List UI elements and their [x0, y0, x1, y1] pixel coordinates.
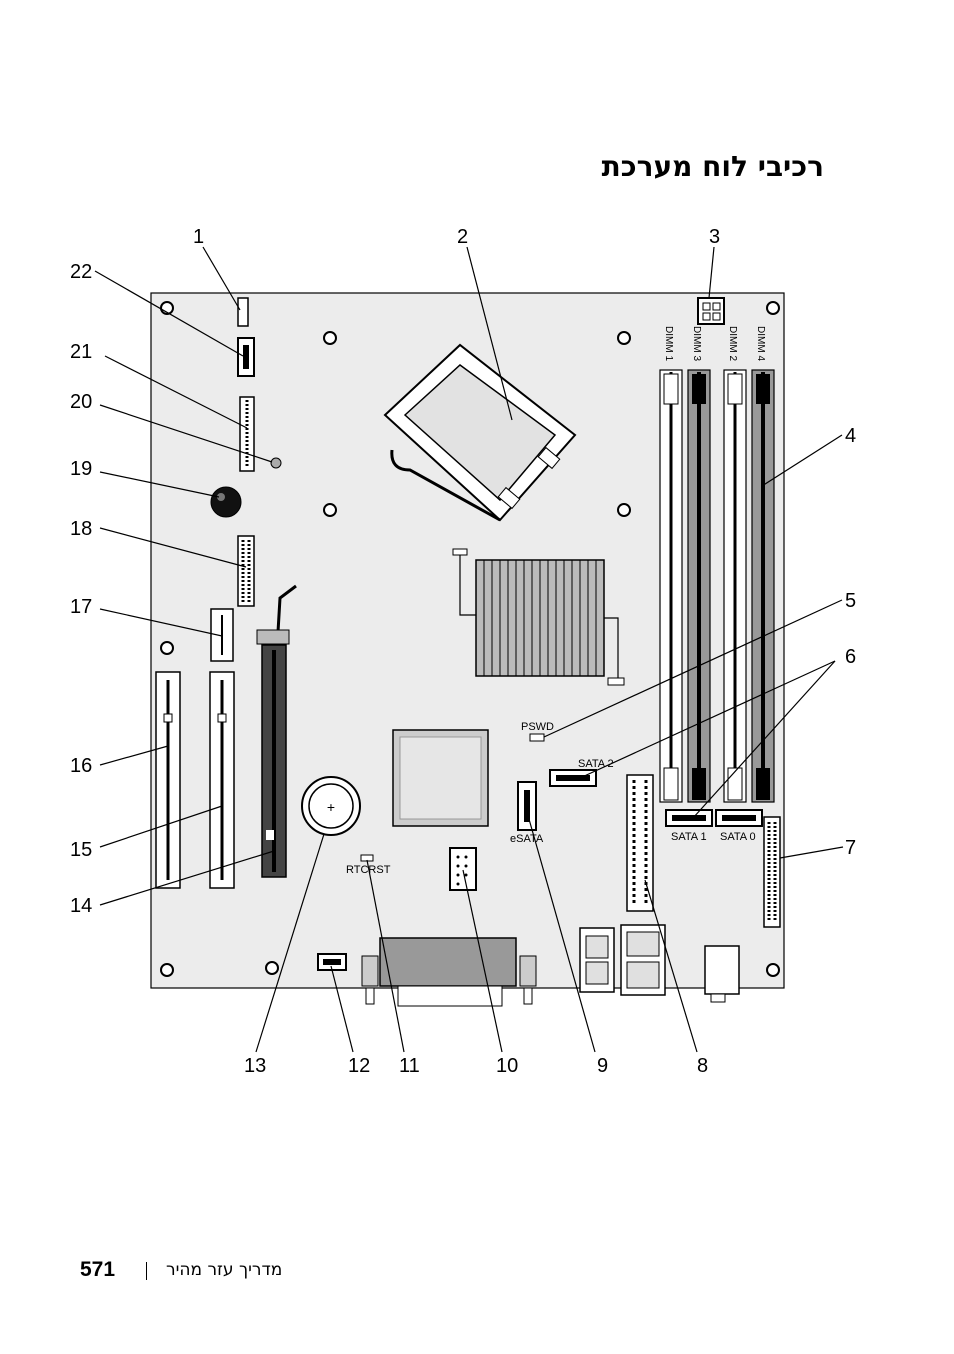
sata-1-connector [665, 809, 713, 827]
callout-8: 8 [697, 1055, 708, 1077]
callout-11: 11 [399, 1055, 420, 1077]
sata1-label: SATA 1 [671, 831, 707, 843]
callout-20: 20 [70, 391, 92, 413]
sata2-label: SATA 2 [578, 758, 614, 770]
page-number: 571 [80, 1258, 116, 1281]
sata-0-connector [715, 809, 763, 827]
footer-separator [146, 1262, 147, 1280]
page-title: רכיבי לוח מערכת [601, 150, 824, 183]
cpu-power-connector [697, 297, 725, 325]
callout-22: 22 [70, 261, 92, 283]
callout-1: 1 [193, 226, 204, 248]
battery-socket: + [301, 776, 361, 836]
sata-2-connector [549, 769, 597, 787]
svg-text:+: + [327, 799, 335, 815]
pci-slot-1 [155, 671, 181, 889]
callout-21: 21 [70, 341, 92, 363]
callout-12: 12 [348, 1055, 370, 1077]
connector-1 [237, 297, 249, 327]
internal-usb-connector [237, 535, 255, 607]
callout-numbers: 1 2 3 4 5 6 7 8 9 10 11 12 13 14 15 16 1… [70, 226, 856, 1077]
connector-10 [449, 847, 477, 891]
dimm4-label: DIMM 4 [755, 326, 766, 361]
processor-socket [383, 343, 577, 522]
password-jumper [529, 733, 545, 742]
callout-14: 14 [70, 895, 92, 917]
esata-connector [517, 781, 537, 831]
front-panel-connector [239, 396, 255, 472]
chipset-heatsink [452, 548, 625, 686]
rear-io-ports [361, 924, 740, 1007]
callout-13: 13 [244, 1055, 266, 1077]
pci-slot-2 [209, 671, 235, 889]
speaker [210, 486, 242, 518]
callout-16: 16 [70, 755, 92, 777]
pswd-label: PSWD [521, 721, 554, 733]
callout-4: 4 [845, 425, 856, 447]
pci-express-x16-slot [256, 584, 297, 878]
callout-18: 18 [70, 518, 92, 540]
standby-led [270, 457, 282, 469]
footer-guide-title: מדריך עזר מהיר [166, 1260, 283, 1280]
callout-6: 6 [845, 646, 856, 668]
callout-19: 19 [70, 458, 92, 480]
callout-10: 10 [496, 1055, 518, 1077]
dimm2-label: DIMM 2 [727, 326, 738, 361]
callout-9: 9 [597, 1055, 608, 1077]
callout-7: 7 [845, 837, 856, 859]
callout-15: 15 [70, 839, 92, 861]
callout-5: 5 [845, 590, 856, 612]
fan-connector [237, 337, 255, 377]
mounting-holes [160, 301, 780, 977]
dimm3-label: DIMM 3 [691, 326, 702, 361]
callout-2: 2 [457, 226, 468, 248]
callout-17: 17 [70, 596, 92, 618]
connector-7 [763, 816, 781, 928]
esata-label: eSATA [510, 833, 544, 845]
sata0-label: SATA 0 [720, 831, 756, 843]
main-power-connector [626, 774, 654, 912]
dimm1-label: DIMM 1 [663, 326, 674, 361]
chipset [392, 729, 489, 827]
callout-3: 3 [709, 226, 720, 248]
memory-slots [659, 369, 775, 803]
leader-lines [94, 246, 844, 1053]
